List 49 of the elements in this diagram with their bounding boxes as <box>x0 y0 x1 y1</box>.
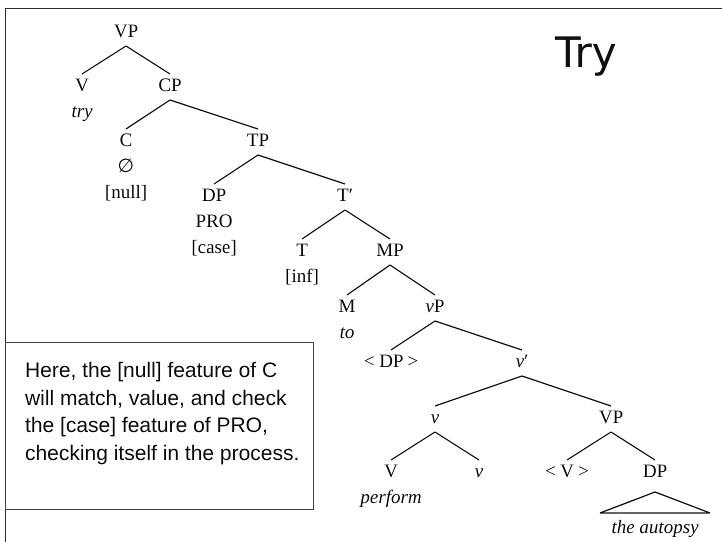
tree-branch <box>302 209 346 240</box>
tree-branch <box>126 99 170 130</box>
tree-branch <box>126 45 170 75</box>
node-annotation: perform <box>360 486 422 510</box>
tree-branch <box>434 375 522 407</box>
tree-node-label: v <box>474 460 484 484</box>
note-text: Here, the [null] feature of C will match, value, and check the [case] feature of PRO, checking itself in the process. <box>25 359 300 464</box>
tree-node-label: M <box>338 295 356 319</box>
tree-branch <box>390 431 436 461</box>
tree-node-label: < V > <box>545 460 589 484</box>
tree-branch <box>610 431 656 461</box>
node-annotation: PRO <box>194 210 234 234</box>
tree-node-label: C <box>120 129 132 153</box>
tree-node-label: TP <box>246 129 270 153</box>
tree-branch <box>82 45 126 75</box>
node-annotation: try <box>71 100 93 124</box>
tree-branch <box>258 154 346 185</box>
tree-branch <box>434 431 480 461</box>
tree-node-label: DP <box>202 184 226 208</box>
tree-node-label: MP <box>376 239 404 263</box>
tree-node-label: CP <box>158 74 182 98</box>
node-annotation: to <box>338 321 356 345</box>
node-annotation: [inf] <box>285 265 319 289</box>
tree-branch <box>390 264 436 296</box>
tree-node-label: T <box>296 239 308 263</box>
tree-node-label: vP <box>426 295 444 319</box>
tree-branch <box>522 375 612 407</box>
tree-node-label: V <box>75 74 89 98</box>
tree-branch <box>346 264 390 296</box>
node-annotation: [null] <box>104 181 148 205</box>
tree-node-label: < DP > <box>364 350 418 374</box>
tree-branch <box>344 209 390 240</box>
tree-node-label: V <box>384 460 398 484</box>
tree-node-label: DP <box>642 460 668 484</box>
node-annotation: [case] <box>191 236 237 260</box>
tree-branch <box>170 99 258 130</box>
tree-node-label: VP <box>598 406 624 430</box>
tree-node-label: T′ <box>337 184 353 208</box>
node-annotation: ∅ <box>116 155 136 179</box>
tree-node-label: v <box>430 406 440 430</box>
tree-branch <box>434 320 522 351</box>
tree-branch <box>566 431 612 461</box>
node-annotation: the autopsy <box>610 516 700 540</box>
tree-node-label: v′ <box>516 350 528 374</box>
tree-branch <box>390 320 436 351</box>
slide-title: Try <box>555 28 617 77</box>
tree-branch <box>214 154 258 185</box>
tree-node-label: VP <box>114 20 138 44</box>
note-box <box>5 342 314 510</box>
